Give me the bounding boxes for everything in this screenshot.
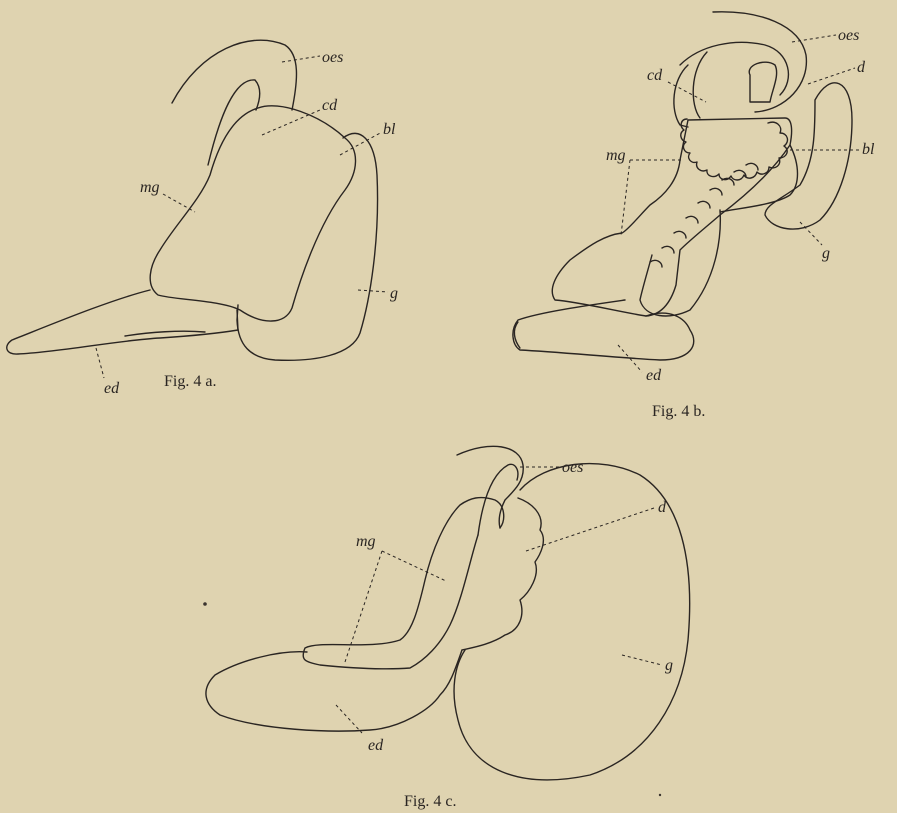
- fig4b-label-oes: oes: [838, 27, 859, 44]
- fig4b-label-cd: cd: [647, 67, 663, 84]
- fig4a-oesophagus-inner: [208, 80, 260, 165]
- fig4a-label-g: g: [390, 285, 398, 302]
- fig4b-gizzard: [765, 83, 852, 229]
- fig4b-label-d: d: [857, 59, 866, 76]
- fig4a-leader-ed: [96, 348, 104, 378]
- fig4b-duct-knot: [749, 62, 776, 102]
- figure-4a: oes cd bl mg g ed Fig. 4 a.: [7, 40, 398, 397]
- fig4a-crop: [150, 106, 355, 321]
- fig4b-leader-mg2: [621, 160, 630, 235]
- fig4b-crop-duct: [674, 52, 707, 127]
- fig4c-label-d: d: [658, 499, 667, 516]
- fig4c-label-oes: oes: [562, 459, 583, 476]
- fig4b-label-g: g: [822, 245, 830, 262]
- figure-4b: oes cd d mg bl g ed Fig. 4 b.: [513, 12, 875, 420]
- fig4c-label-g: g: [665, 657, 673, 674]
- fig4c-leader-g: [622, 655, 662, 665]
- fig4a-end-diverticulum: [7, 290, 238, 354]
- fig4c-label-ed: ed: [368, 737, 384, 754]
- fig4c-gizzard: [454, 464, 690, 780]
- fig4b-midgut: [552, 118, 791, 316]
- fig4b-oesophagus-outer: [713, 12, 806, 112]
- fig4a-gizzard: [237, 133, 378, 360]
- fig4b-end-diverticulum: [513, 300, 694, 360]
- fig4b-bead-chain: [681, 119, 788, 180]
- fig4a-caption: Fig. 4 a.: [164, 373, 216, 390]
- fig4a-label-bl: bl: [383, 121, 396, 138]
- fig4a-label-ed: ed: [104, 380, 120, 397]
- fig4c-leader-d: [526, 508, 654, 551]
- fig4a-label-mg: mg: [140, 179, 160, 196]
- fig4c-label-mg: mg: [356, 533, 376, 550]
- fig4a-label-oes: oes: [322, 49, 343, 66]
- plate-speck: [203, 602, 207, 606]
- fig4b-label-ed: ed: [646, 367, 662, 384]
- fig4b-label-bl: bl: [862, 141, 875, 158]
- fig4c-end-diverticulum: [206, 650, 462, 731]
- fig4c-oesophagus-inner: [478, 464, 518, 535]
- fig4a-leader-cd: [262, 110, 320, 135]
- fig4a-leader-g: [358, 290, 388, 292]
- fig4a-oesophagus: [172, 40, 296, 110]
- fig4b-label-mg: mg: [606, 147, 626, 164]
- fig4b-leader-d: [808, 68, 855, 84]
- fig4a-label-cd: cd: [322, 97, 338, 114]
- fig4c-leader-ed: [336, 705, 362, 733]
- fig4c-caption: Fig. 4 c.: [404, 793, 456, 810]
- fig4b-caption: Fig. 4 b.: [652, 403, 705, 420]
- figure-4c: oes d mg g ed Fig. 4 c.: [206, 446, 690, 810]
- fig4c-midgut: [303, 498, 504, 669]
- fig4c-leader-mg-a: [382, 551, 446, 581]
- fig4a-leader-oes: [282, 56, 320, 62]
- plate-speck: [659, 794, 661, 796]
- fig4a-leader-mg: [163, 194, 195, 212]
